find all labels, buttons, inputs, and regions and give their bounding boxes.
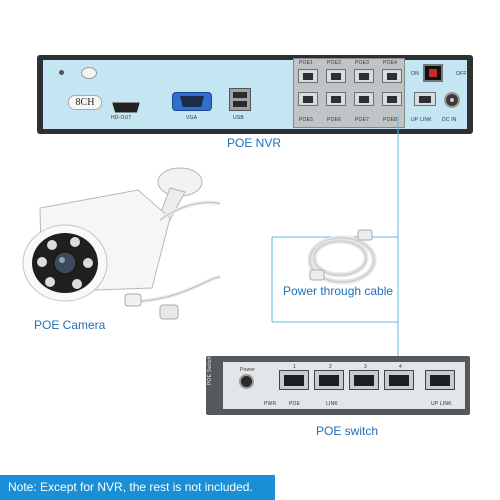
- hdout-label: HD-OUT: [111, 115, 132, 121]
- switch-port-number-2: 2: [329, 364, 332, 370]
- camera-ir-led-1: [47, 240, 57, 250]
- poe-bottom-label-6: POE6: [327, 117, 342, 123]
- poe-top-label-1: POE1: [299, 60, 314, 66]
- poe-top-label-2: POE2: [327, 60, 342, 66]
- switch-uplink-port: [425, 370, 455, 390]
- vga-label: VGA: [186, 115, 198, 121]
- poe-port-4: [382, 69, 402, 83]
- poe-bottom-label-8: POE8: [383, 117, 398, 123]
- nvr-channel-label: 8CH: [75, 97, 95, 108]
- poe-camera: [22, 167, 220, 320]
- camera-caption: POE Camera: [34, 318, 106, 332]
- nvr-channel-badge: 8CH: [68, 95, 102, 110]
- poe-port-3: [354, 69, 374, 83]
- camera-ir-led-3: [83, 258, 93, 268]
- switch-port-number-4: 4: [399, 364, 402, 370]
- poe-port-2: [326, 69, 346, 83]
- dc-connector: [124, 293, 142, 307]
- poe-top-label-4: POE4: [383, 60, 398, 66]
- camera-lens: [53, 251, 77, 275]
- switch-port-1: [279, 370, 309, 390]
- poe-port-1: [298, 69, 318, 83]
- switch-pwr-label: PWR: [264, 401, 277, 407]
- note-banner: Note: Except for NVR, the rest is not in…: [0, 475, 275, 500]
- camera-ir-led-5: [45, 277, 55, 287]
- poe-bottom-label-5: POE5: [299, 117, 314, 123]
- nvr-power-switch: [423, 64, 443, 82]
- nvr-uplink-label: UP LINK: [411, 117, 432, 123]
- camera-ir-led-2: [70, 237, 80, 247]
- switch-poe-label: POE: [289, 401, 301, 407]
- nvr-uplink-port: [414, 92, 436, 106]
- cable-caption: Power through cable: [283, 284, 394, 298]
- usb-label: USB: [233, 115, 244, 121]
- nvr-qc-sticker: [81, 67, 97, 79]
- switch-port-2: [314, 370, 344, 390]
- switch-caption: POE switch: [316, 424, 379, 438]
- poe-top-label-3: POE3: [355, 60, 370, 66]
- switch-link-label: LINK: [326, 401, 338, 407]
- note-text: Note: Except for NVR, the rest is not in…: [8, 480, 253, 494]
- switch-off-label: OFF: [456, 71, 467, 77]
- vga-port: [172, 92, 212, 111]
- switch-power-jack: [239, 374, 254, 389]
- nvr-caption: POE NVR: [227, 136, 282, 150]
- poe-port-6: [326, 92, 346, 106]
- poe-bottom-label-7: POE7: [355, 117, 370, 123]
- camera-ir-led-6: [37, 257, 47, 267]
- poe-port-8: [382, 92, 402, 106]
- poe-port-5: [298, 92, 318, 106]
- switch-port-number-1: 1: [293, 364, 296, 370]
- switch-uplink-label: UP LINK: [431, 401, 452, 407]
- dc-in-jack: [444, 92, 460, 108]
- switch-port-4: [384, 370, 414, 390]
- switch-port-number-3: 3: [364, 364, 367, 370]
- nvr-screw: [59, 70, 64, 75]
- dc-in-label: DC IN: [442, 117, 457, 123]
- switch-side-label: POE Switch: [207, 356, 213, 385]
- network-cable-coil: [307, 229, 377, 285]
- switch-port-3: [349, 370, 379, 390]
- rj45-connector: [159, 304, 179, 320]
- switch-on-label: ON: [411, 71, 419, 77]
- poe-switch-panel: [223, 362, 465, 409]
- poe-port-7: [354, 92, 374, 106]
- switch-power-label: Power: [240, 367, 256, 373]
- camera-ir-led-4: [72, 279, 82, 289]
- usb-ports: [229, 88, 251, 111]
